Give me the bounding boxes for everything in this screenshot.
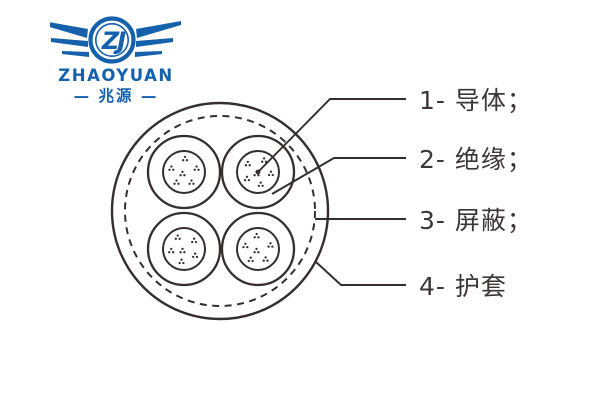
- conductor-circle-top-left: [162, 150, 206, 194]
- leader-line-2-insulation: [271, 157, 406, 195]
- leader-lines: [257, 98, 406, 286]
- part-label-shield: 3- 屏蔽；: [419, 206, 533, 235]
- insulation-circle-top-left: [146, 134, 222, 210]
- logo-right-wing-icon: [135, 21, 181, 57]
- part-label-sheath: 4- 护套: [419, 272, 507, 301]
- leader-line-1-conductor: [257, 98, 406, 173]
- shield-dashed-circle: [124, 115, 316, 307]
- logo-ring-inner: [94, 22, 130, 58]
- conductor-circle-top-right: [236, 150, 280, 194]
- logo-ring-outer: [88, 16, 136, 64]
- logo-company-name-en: ZHAOYUAN: [58, 66, 174, 85]
- leader-line-1-endpoint-dot: [255, 169, 261, 175]
- logo-monogram: ZJ: [101, 27, 126, 55]
- leader-line-4-sheath: [315, 261, 406, 286]
- sheath-circle: [110, 101, 330, 321]
- logo-company-name-cn: — 兆源 —: [73, 87, 159, 105]
- insulated-cores: [146, 134, 296, 287]
- conductor-strand-dots: [168, 155, 274, 265]
- insulation-circle-bottom-left: [146, 211, 222, 287]
- part-label-conductor: 1- 导体；: [419, 86, 533, 115]
- zhaoyuan-logo-icon: ZJ: [50, 16, 181, 64]
- part-label-insulation: 2- 绝缘；: [419, 145, 533, 174]
- insulation-circle-bottom-right: [220, 211, 296, 287]
- logo-left-wing-icon: [50, 22, 89, 57]
- insulation-circle-top-right: [220, 134, 296, 210]
- conductor-circle-bottom-left: [162, 227, 206, 271]
- conductor-circle-bottom-right: [236, 227, 280, 271]
